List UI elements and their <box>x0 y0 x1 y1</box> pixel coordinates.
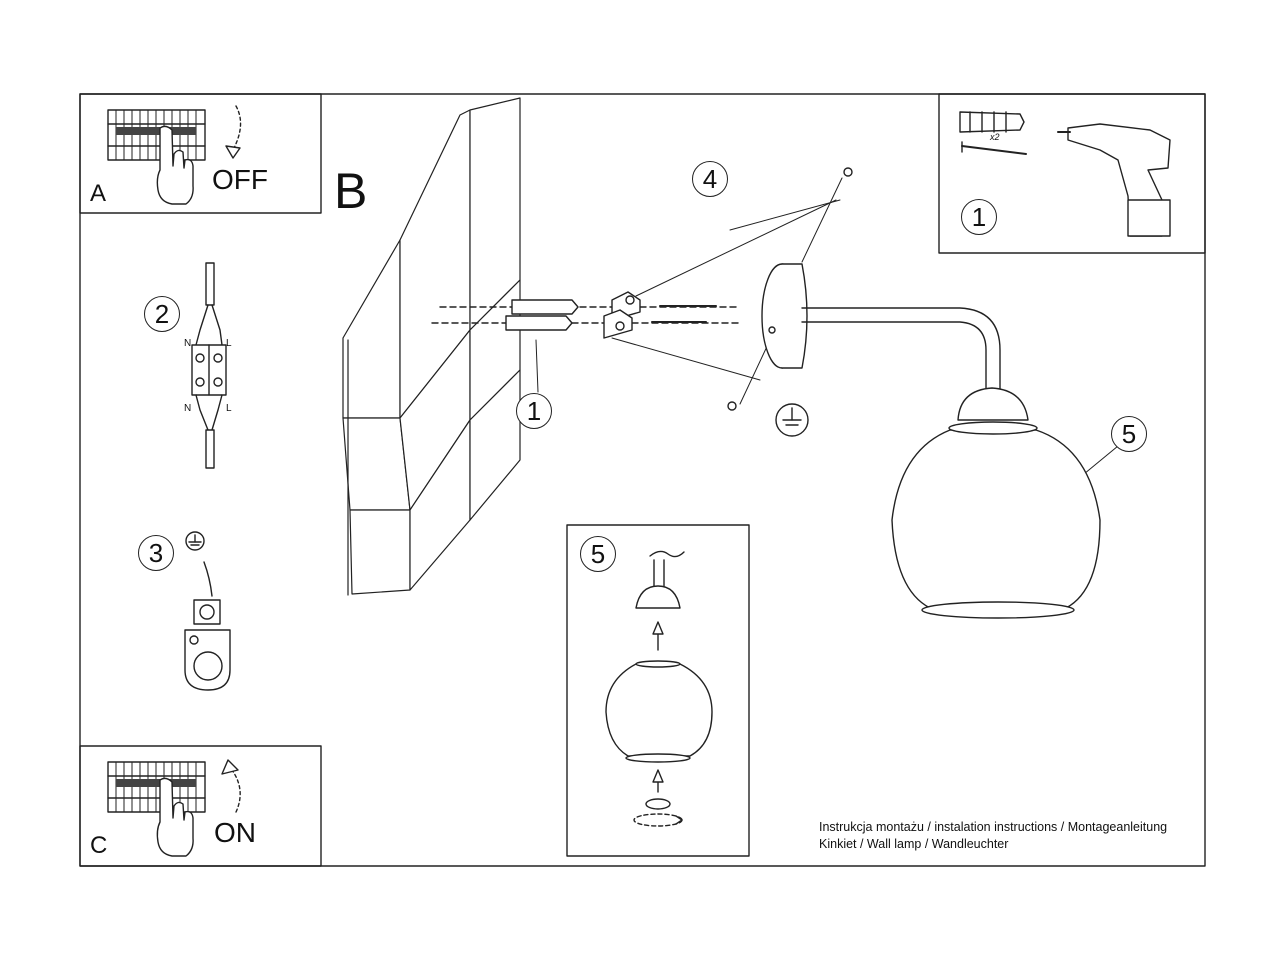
footer-line-2: Kinkiet / Wall lamp / Wandleuchter <box>819 837 1009 851</box>
lamp-backplate <box>761 263 808 369</box>
leader-lines <box>535 177 1119 475</box>
wire-label-l-top: L <box>226 338 232 349</box>
bracket-screws <box>651 305 717 323</box>
nut-bottom-icon <box>727 401 737 411</box>
panel-c-frame <box>79 745 322 867</box>
inset-canopy-icon <box>635 585 681 609</box>
wiring-connector-icon <box>191 262 227 469</box>
arrow-up-c-icon <box>221 759 241 813</box>
inset-ring-nut-icon <box>633 798 683 827</box>
step-4-badge: 4 <box>692 161 728 197</box>
tools-panel-frame <box>938 93 1206 254</box>
arrow-down-a-icon <box>225 105 242 159</box>
panel-a-action: OFF <box>212 164 268 195</box>
lamp-shade <box>891 387 1101 619</box>
panel-a-frame <box>79 93 322 214</box>
footer-line-1: Instrukcja montażu / instalation instruc… <box>819 820 1168 834</box>
step-5-inset-badge: 5 <box>580 536 616 572</box>
wall-tiles <box>342 97 521 596</box>
outer-frame <box>79 93 1206 867</box>
step-1-tools-badge: 1 <box>961 199 997 235</box>
breaker-panel-c-icon <box>107 761 206 813</box>
wall-plug-icon <box>959 111 1025 133</box>
screw-icon <box>961 141 1027 155</box>
hand-a-icon <box>156 125 194 205</box>
panel-b-letter: B <box>334 163 368 219</box>
inset-panel-frame <box>566 524 750 857</box>
inset-arrow-up-icon <box>652 621 664 651</box>
hand-c-icon <box>156 777 194 857</box>
inset-cable-icon <box>649 550 685 589</box>
inset-arrow-up-2-icon <box>652 769 664 793</box>
mounting-bracket <box>603 291 641 339</box>
lamp-arm <box>801 307 1001 391</box>
wire-label-n-bottom: N <box>184 403 192 414</box>
panel-a-letter: A <box>90 180 107 207</box>
inset-globe-icon <box>605 660 713 763</box>
step-1-plugs-badge: 1 <box>516 393 552 429</box>
drill-icon <box>1057 123 1171 237</box>
step-3-badge: 3 <box>138 535 174 571</box>
panel-c-action: ON <box>214 817 256 848</box>
wire-label-n-top: N <box>184 338 192 349</box>
panel-c-letter: C <box>90 832 108 859</box>
plug-assembly <box>431 299 741 331</box>
wire-label-l-bottom: L <box>226 403 232 414</box>
ground-terminal-icon <box>184 531 231 691</box>
nut-top-icon <box>843 167 853 177</box>
step-2-badge: 2 <box>144 296 180 332</box>
breaker-panel-a-icon <box>107 109 206 161</box>
plug-multiplier: x2 <box>990 132 1000 142</box>
ground-symbol-main-icon <box>775 403 809 437</box>
step-5-badge: 5 <box>1111 416 1147 452</box>
